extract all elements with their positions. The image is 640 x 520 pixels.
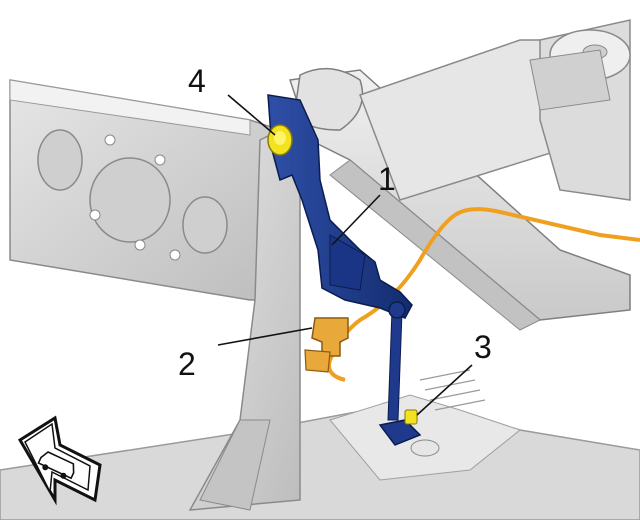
- leader-line-4: [227, 94, 276, 136]
- callout-4: 4: [188, 63, 206, 99]
- leader-line-1: [331, 194, 381, 246]
- callout-1: 1: [378, 161, 396, 197]
- frame-holes: [37, 129, 228, 254]
- vehicle-front-arrow-icon: [17, 415, 102, 506]
- link-upper-joint: [388, 301, 406, 319]
- upper-bolt-highlight: [274, 131, 286, 145]
- callout-2: 2: [178, 346, 196, 382]
- lower-mount-base: [410, 439, 440, 457]
- leader-line-3: [416, 364, 473, 416]
- sensor-body: [329, 234, 366, 291]
- subframe-leg-shadow: [199, 419, 271, 511]
- tower-face: [529, 49, 611, 111]
- sensor-connector: [311, 317, 349, 357]
- callout-3: 3: [474, 329, 492, 365]
- frame-small-holes: [89, 134, 181, 261]
- leader-line-2: [217, 327, 313, 346]
- height-sensor-bracket: [267, 94, 413, 319]
- brake-line-upper: [453, 207, 640, 242]
- connector-plug: [304, 349, 331, 373]
- frame-rail-top: [9, 79, 251, 136]
- leader-lines: [217, 94, 473, 416]
- control-arm-underside: [329, 159, 541, 331]
- link-lower-mount: [378, 419, 422, 446]
- floor-bracket: [329, 394, 522, 481]
- lower-mount-bolt: [404, 409, 418, 425]
